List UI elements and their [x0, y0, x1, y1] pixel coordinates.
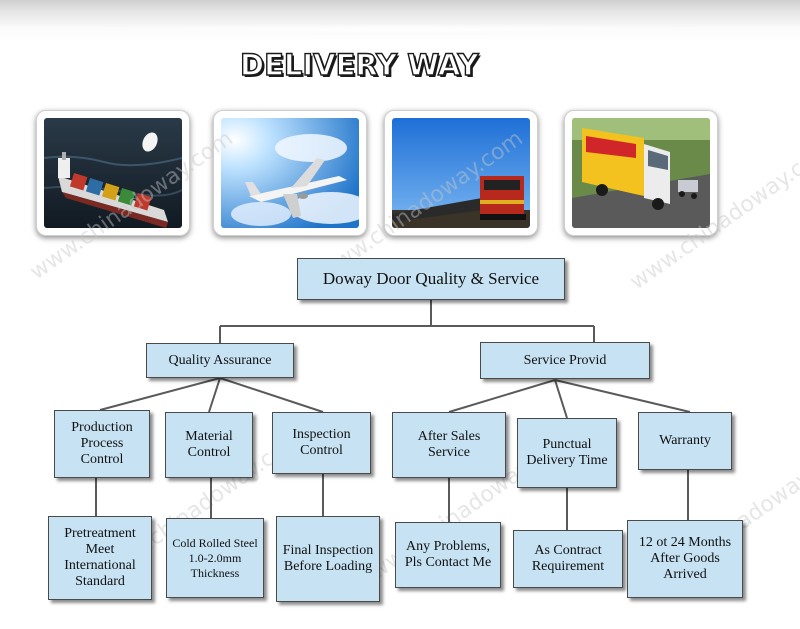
detail-production-process: Pretreatment Meet International Standard — [48, 516, 152, 600]
root-node: Doway Door Quality & Service — [297, 258, 565, 300]
node-label: Production Process Control — [71, 420, 133, 467]
detail-label: As Contract Requirement — [531, 543, 605, 574]
node-label: Material Control — [185, 429, 233, 460]
airplane-icon — [221, 118, 359, 228]
detail-warranty: 12 ot 24 Months After Goods Arrived — [627, 520, 743, 598]
connector-left-branch — [99, 377, 324, 413]
photo-air-freight — [213, 110, 367, 236]
detail-material: Cold Rolled Steel 1.0-2.0mm Thickness — [166, 518, 264, 598]
node-label: Inspection Control — [292, 427, 351, 458]
detail-label: Cold Rolled Steel 1.0-2.0mm Thickness — [172, 535, 258, 580]
connector-root — [219, 300, 595, 343]
node-material-control: Material Control — [165, 412, 253, 478]
page-title: DELIVERY WAY — [239, 47, 479, 82]
freight-train-icon — [392, 118, 530, 228]
header-shine — [60, 24, 740, 34]
detail-label: Final Inspection Before Loading — [282, 543, 374, 574]
node-quality-assurance: Quality Assurance — [146, 343, 294, 378]
detail-label: Any Problems, Pls Contact Me — [404, 539, 492, 570]
detail-label: Pretreatment Meet International Standard — [64, 526, 136, 589]
photo-sea-freight — [36, 110, 190, 236]
detail-punctual-delivery: As Contract Requirement — [513, 530, 623, 588]
detail-after-sales: Any Problems, Pls Contact Me — [395, 522, 501, 588]
connector-right-branch — [448, 379, 691, 419]
node-production-process-control: Production Process Control — [54, 410, 150, 478]
node-after-sales-service: After Sales Service — [392, 412, 506, 478]
node-label: Quality Assurance — [168, 352, 272, 368]
node-service-provid: Service Provid — [480, 342, 650, 379]
connector-leaf — [95, 470, 689, 530]
photo-road-freight — [564, 110, 718, 236]
root-node-label: Doway Door Quality & Service — [322, 269, 540, 288]
node-warranty: Warranty — [638, 412, 732, 470]
photo-rail-freight — [384, 110, 538, 236]
node-label: Warranty — [659, 433, 711, 448]
node-punctual-delivery-time: Punctual Delivery Time — [517, 418, 617, 488]
detail-label: 12 ot 24 Months After Goods Arrived — [638, 535, 732, 582]
delivery-truck-icon — [572, 118, 710, 228]
node-inspection-control: Inspection Control — [272, 412, 371, 474]
container-ship-icon — [44, 118, 182, 228]
detail-inspection: Final Inspection Before Loading — [276, 516, 380, 602]
node-label: Service Provid — [523, 352, 607, 368]
node-label: After Sales Service — [417, 429, 481, 460]
node-label: Punctual Delivery Time — [526, 437, 608, 468]
